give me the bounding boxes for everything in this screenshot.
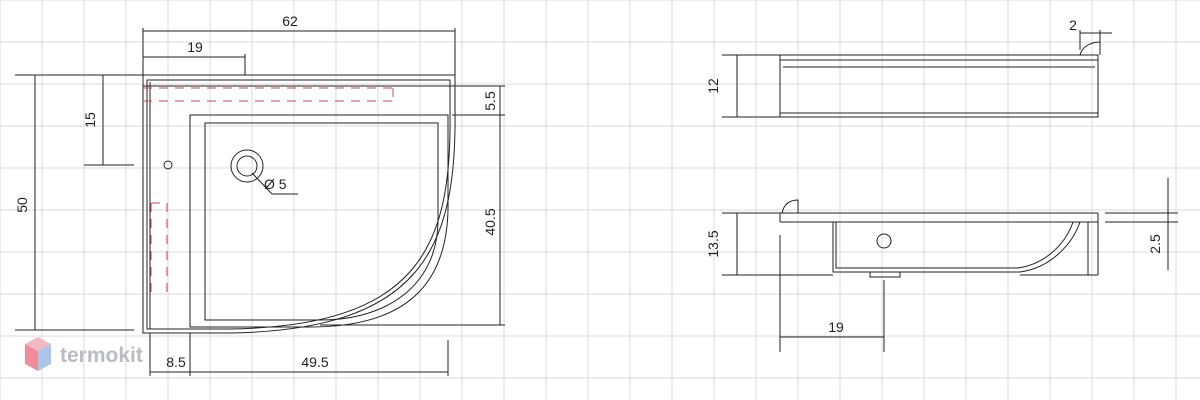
side-view [722,30,1112,118]
label-rim-top: 5.5 [482,91,498,111]
label-drain-offset: 19 [187,39,203,55]
plan-drain-inner [236,155,258,177]
section-drain [869,271,901,278]
plan-drain-outer [230,149,264,183]
label-overall-width: 62 [282,13,298,29]
label-side-offset: 15 [82,112,98,128]
plan-basin-outer [189,114,449,328]
logo-cube-left [25,344,38,371]
section-view [722,178,1178,352]
drain-leader-line [251,172,273,195]
side-body [779,54,1099,118]
plan-overflow-hole [163,160,173,170]
label-inner-width: 49.5 [301,354,328,370]
logo-cube-right [38,344,51,371]
label-lip-height: 2 [1069,17,1077,33]
label-overall-depth: 50 [14,197,30,213]
label-section-drain-offset: 19 [828,319,844,335]
logo-text: termokit [60,344,143,367]
section-overflow-hole [876,233,892,249]
label-inner-depth: 40.5 [482,208,498,235]
plan-view [15,28,505,376]
label-section-height: 13.5 [705,230,721,257]
plan-outer-body [142,74,456,334]
section-basin [832,221,1081,273]
plan-basin-inner [204,122,439,321]
section-basin-inner [835,221,1074,269]
label-side-height: 12 [705,78,721,94]
label-drain-diameter: Ø 5 [264,176,287,192]
termokit-logo: termokit [25,337,143,371]
plan-hidden-lines [143,87,394,298]
section-lip [781,199,799,214]
label-left-rim: 8.5 [166,354,186,370]
label-recess: 2.5 [1147,234,1163,254]
